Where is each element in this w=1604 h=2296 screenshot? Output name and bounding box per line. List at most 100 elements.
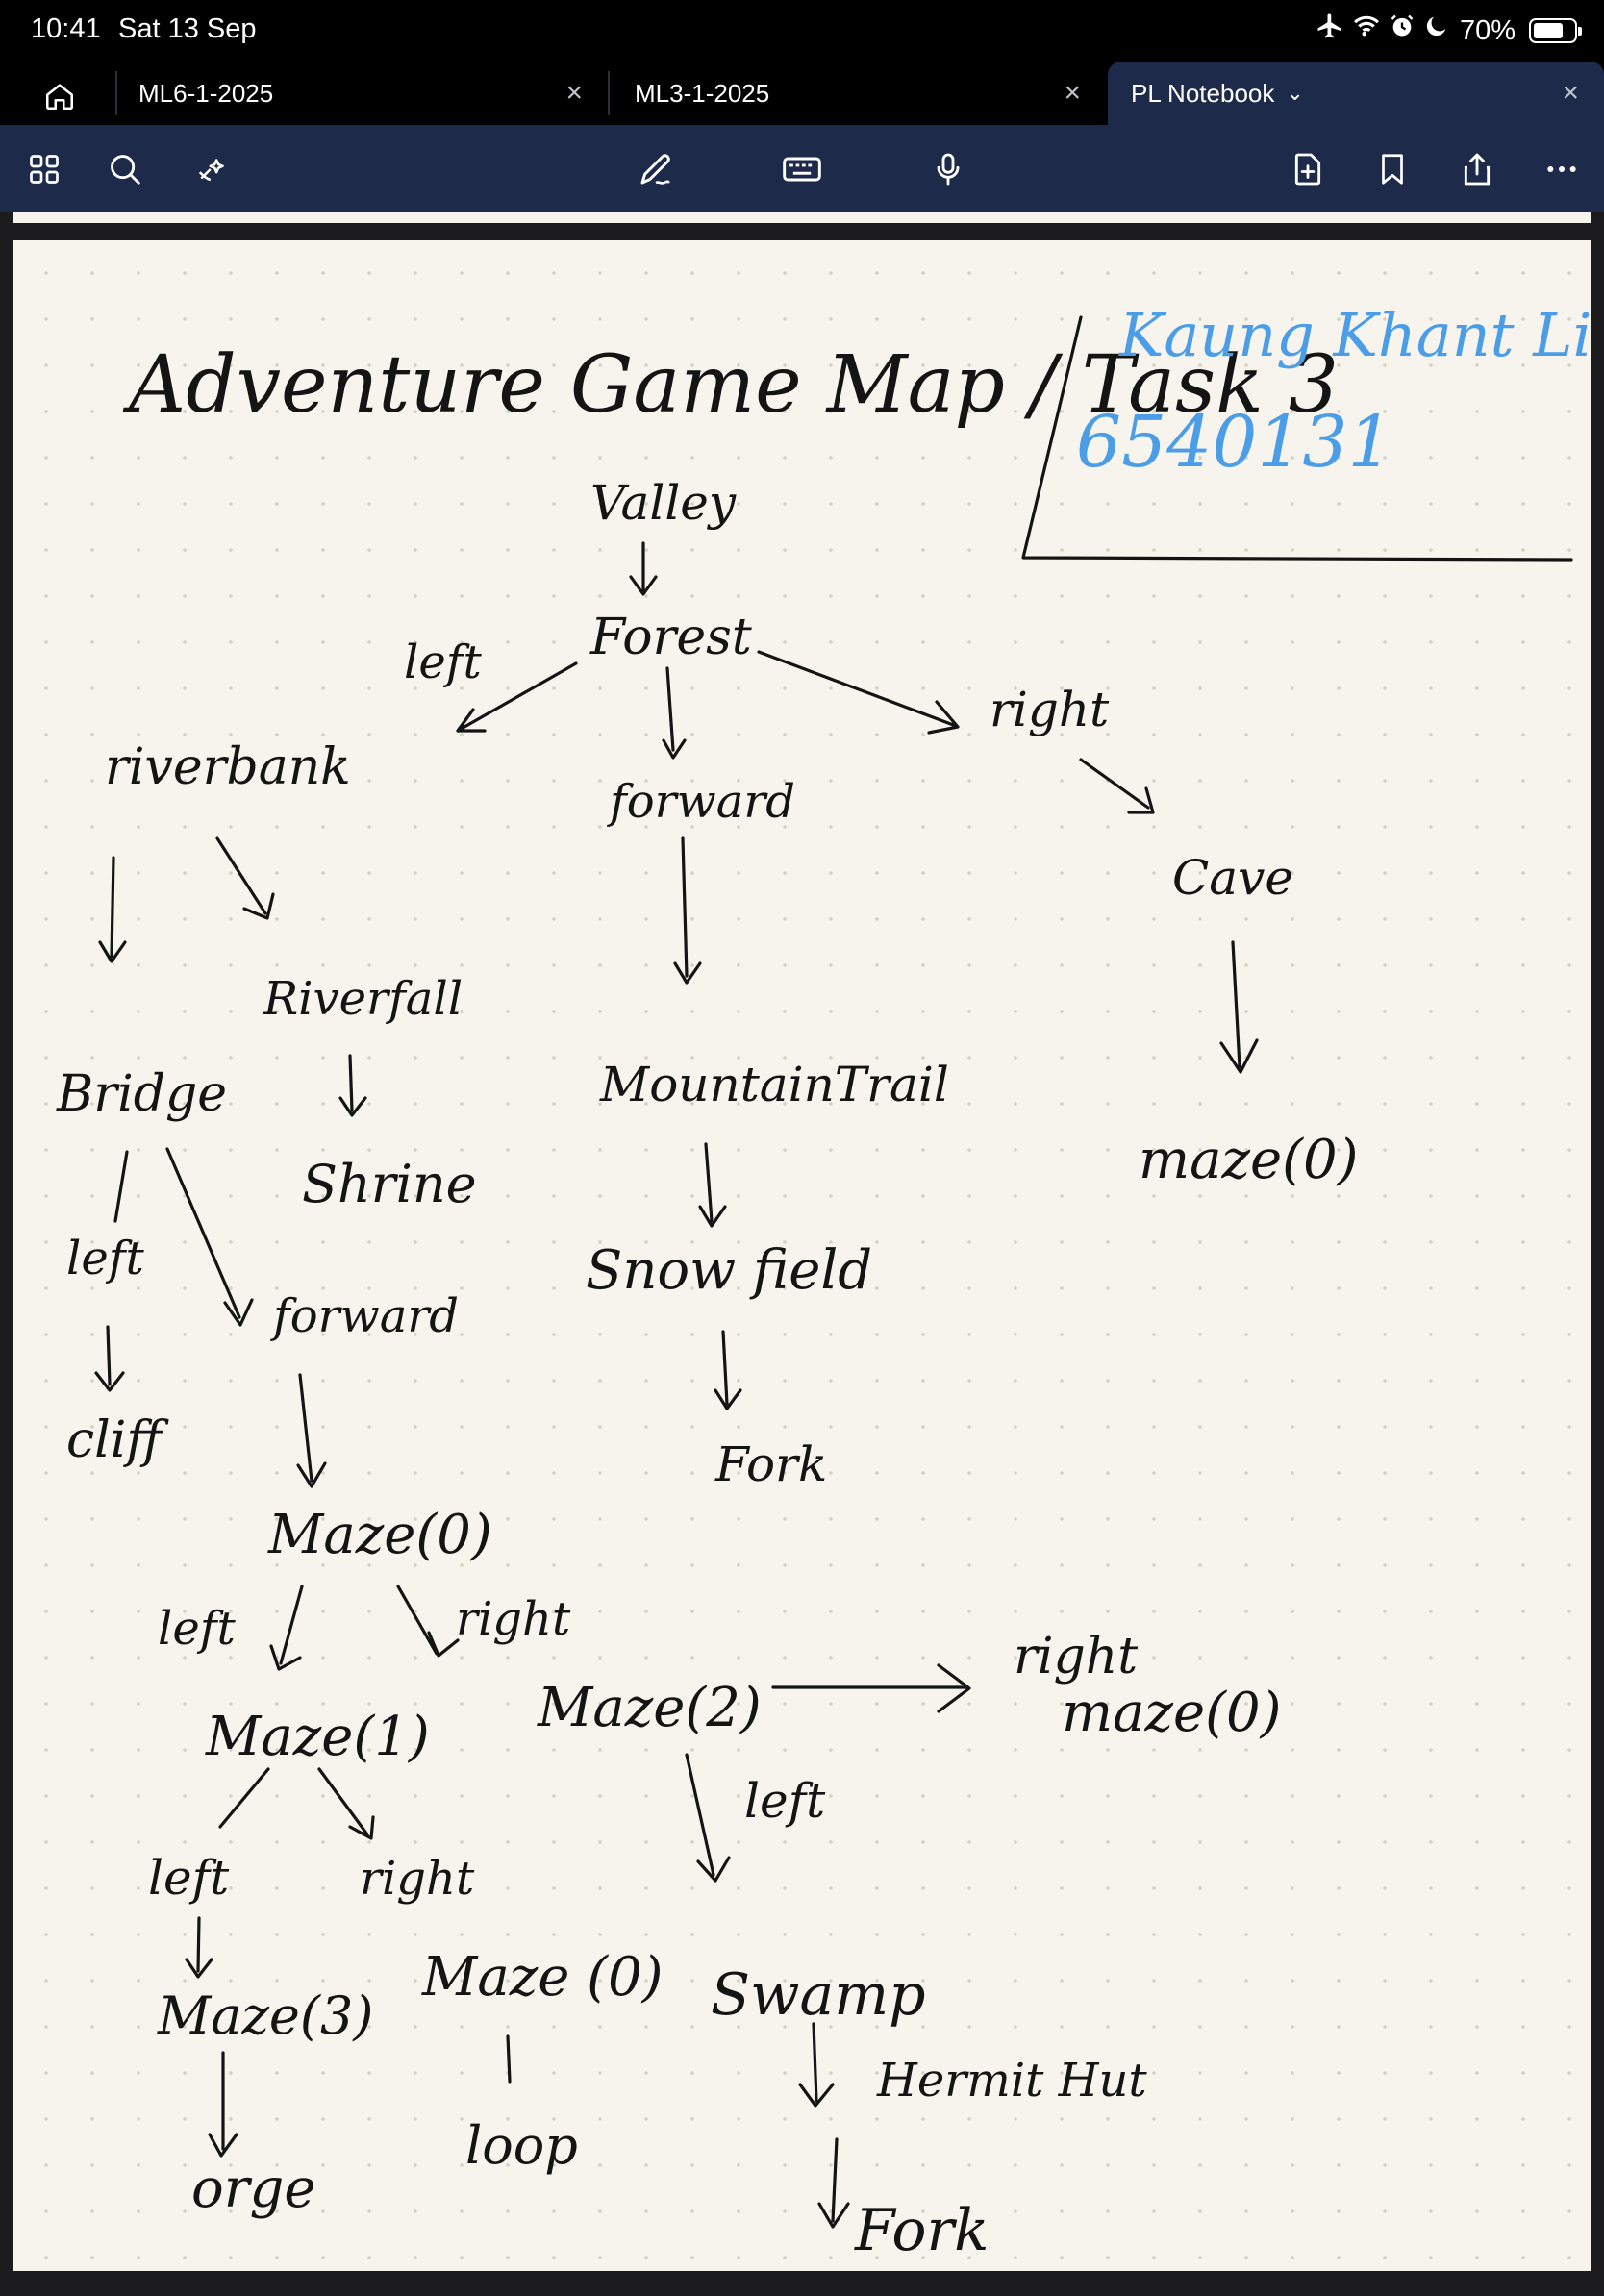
status-time: 10:41 (31, 13, 101, 44)
arrow (317, 1767, 375, 1840)
keyboard-button[interactable] (773, 140, 831, 198)
pen-tool-button[interactable] (627, 140, 685, 198)
line (113, 1150, 129, 1223)
arrow (215, 836, 275, 920)
notebook-canvas[interactable]: Adventure Game Map / Task 3 Kaung Khant … (0, 212, 1604, 2296)
node-cave: Cave (1172, 850, 1293, 906)
author-name: Kaung Khant Lin (1118, 300, 1591, 370)
node-maze-cave: maze(0) (1139, 1129, 1358, 1191)
node-swamp: Swamp (711, 1961, 926, 2029)
arrow (94, 1325, 125, 1392)
label-left-2: left (66, 1232, 145, 1285)
status-date: Sat 13 Sep (118, 13, 257, 44)
node-hermit-hut: Hermit Hut (876, 2054, 1147, 2108)
close-icon[interactable]: × (1562, 77, 1579, 109)
status-icons: 70% (1316, 12, 1582, 49)
chevron-down-icon[interactable]: ⌄ (1286, 81, 1304, 105)
notebook-page[interactable]: Adventure Game Map / Task 3 Kaung Khant … (13, 240, 1591, 2271)
pen-icon (640, 154, 670, 185)
arrow (673, 836, 702, 985)
arrow (208, 2051, 238, 2158)
battery-percent: 70% (1459, 14, 1516, 46)
node-maze0-c: Maze (0) (421, 1946, 664, 2009)
share-icon (1464, 153, 1491, 186)
label-left-1: left (404, 636, 483, 689)
label-left-5: left (744, 1773, 826, 1829)
airplane-icon (1316, 12, 1344, 49)
arrow (296, 1373, 327, 1488)
tab-bar: ML6-1-2025 × ML3-1-2025 × PL Notebook ⌄ … (0, 62, 1604, 125)
microphone-icon (937, 153, 960, 186)
label-right-4: right (1014, 1628, 1138, 1685)
label-forward-1: forward (607, 775, 795, 829)
node-mountain-trail: MountainTrail (599, 1057, 949, 1112)
arrow (1219, 940, 1259, 1074)
arrow (629, 541, 658, 596)
tab-label: ML3-1-2025 (635, 78, 770, 108)
label-left-4: left (148, 1850, 230, 1906)
arrow (185, 1916, 213, 1979)
add-page-button[interactable] (1279, 140, 1337, 198)
home-button[interactable] (31, 73, 88, 119)
arrow (338, 1054, 367, 1117)
arrow (698, 1142, 727, 1228)
arrow (714, 1330, 742, 1410)
label-forward-2: forward (270, 1289, 459, 1343)
arrow (757, 650, 960, 735)
node-bridge: Bridge (56, 1065, 227, 1123)
more-button[interactable] (1533, 140, 1591, 198)
close-icon[interactable]: × (565, 77, 583, 109)
home-icon (45, 84, 74, 111)
node-cliff: cliff (66, 1411, 169, 1469)
ai-button[interactable] (185, 140, 242, 198)
battery-icon (1529, 17, 1582, 43)
microphone-button[interactable] (919, 140, 977, 198)
label-right-1: right (990, 682, 1110, 737)
close-icon[interactable]: × (1064, 77, 1081, 109)
tab-separator (115, 71, 117, 115)
tab-label: ML6-1-2025 (138, 78, 274, 108)
arrow (456, 661, 578, 733)
node-maze0: Maze(0) (267, 1504, 492, 1566)
tab-pl-notebook[interactable]: PL Notebook ⌄ × (1108, 62, 1604, 125)
keyboard-icon (783, 157, 821, 182)
status-bar: 10:41 Sat 13 Sep 70% (0, 0, 1604, 60)
node-maze3: Maze(3) (157, 1985, 373, 2046)
tab-separator (608, 71, 610, 115)
search-button[interactable] (96, 140, 154, 198)
name-box-line (1021, 315, 1573, 562)
tab-ml6[interactable]: ML6-1-2025 × (115, 62, 608, 125)
bookmark-button[interactable] (1364, 140, 1421, 198)
arrow (817, 2137, 850, 2229)
grid-button[interactable] (15, 140, 73, 198)
node-maze2: Maze(2) (537, 1677, 762, 1739)
arrow (98, 856, 127, 963)
label-right-3: right (456, 1592, 571, 1646)
ai-sparkle-icon (198, 159, 224, 182)
tab-ml3[interactable]: ML3-1-2025 × (612, 62, 1106, 125)
arrow (1079, 758, 1155, 814)
share-button[interactable] (1448, 140, 1506, 198)
node-loop: loop (465, 2115, 578, 2176)
node-maze1: Maze(1) (205, 1706, 430, 1768)
node-shrine: Shrine (302, 1154, 477, 1214)
arrow (771, 1663, 971, 1713)
bookmark-icon (1382, 154, 1403, 185)
student-id: 6540131 (1076, 401, 1393, 484)
label-left-3: left (158, 1602, 237, 1656)
grid-icon (30, 155, 59, 184)
arrow (685, 1753, 731, 1883)
arrow (662, 666, 687, 760)
line (218, 1767, 270, 1829)
node-maze0-b: maze(0) (1062, 1682, 1281, 1744)
arrow (165, 1147, 254, 1327)
label-right-5: right (360, 1852, 475, 1906)
more-icon (1547, 166, 1576, 172)
previous-page-edge (13, 212, 1591, 223)
arrow (798, 2022, 835, 2108)
node-riverfall: Riverfall (263, 972, 463, 1026)
node-fork-1: Fork (714, 1436, 827, 1492)
node-orge: orge (191, 2158, 315, 2220)
moon-icon (1423, 12, 1450, 48)
tab-label: PL Notebook (1131, 78, 1275, 108)
